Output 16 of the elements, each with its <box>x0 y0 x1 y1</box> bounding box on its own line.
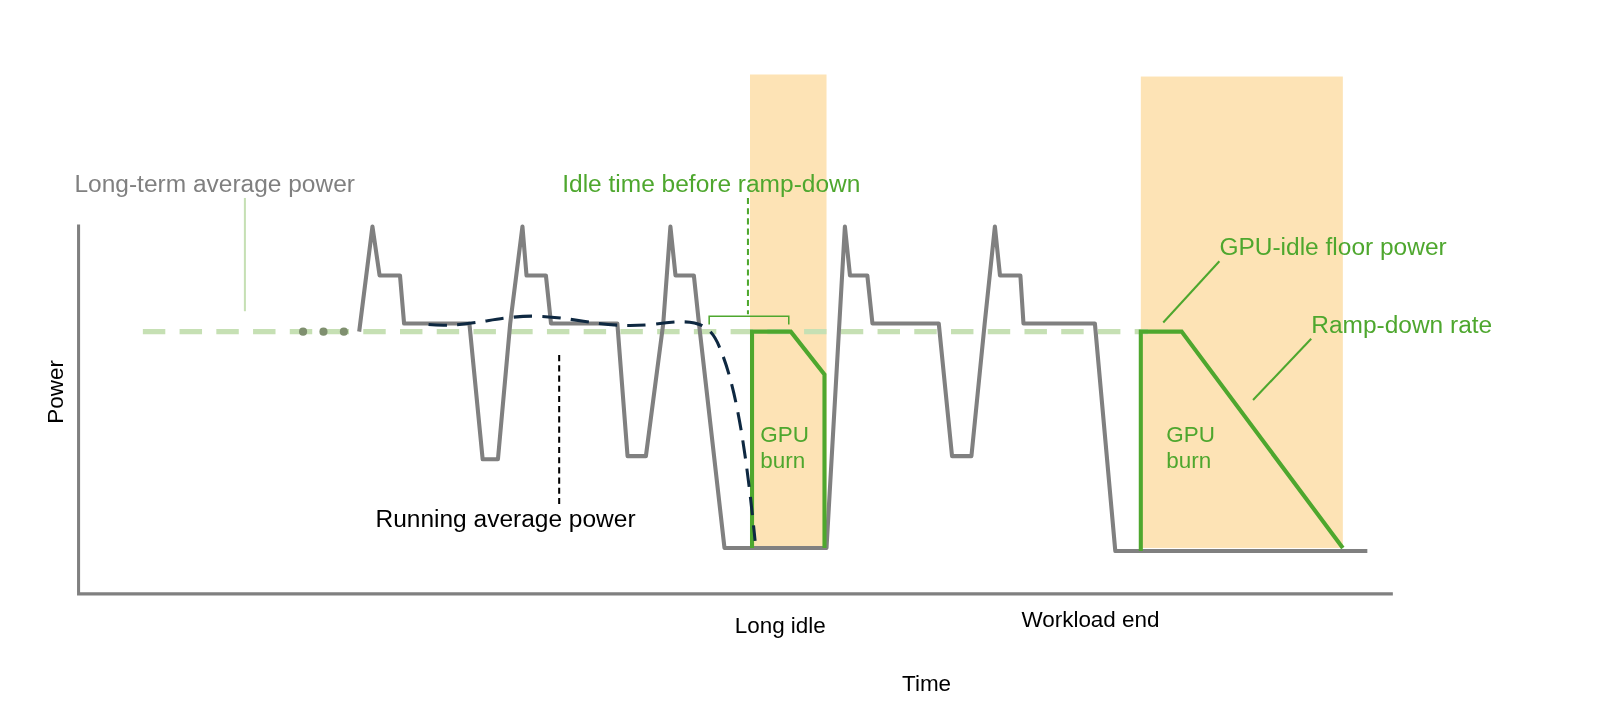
leader-line <box>243 197 246 312</box>
event-label: Long idle <box>734 611 826 640</box>
annotation-label: Ramp-down rate <box>1311 310 1493 339</box>
annotation-label: Idle time before ramp-down <box>562 169 861 198</box>
band-label: GPU burn <box>760 421 810 475</box>
event-label: Workload end <box>1021 605 1160 634</box>
leader-line <box>1252 338 1312 401</box>
band-label: GPU burn <box>1166 421 1216 475</box>
axis-label: Power <box>42 360 70 424</box>
leader-line <box>746 197 749 315</box>
axis-label: Time <box>902 669 952 698</box>
leader-line <box>558 352 561 505</box>
annotation-label: GPU-idle floor power <box>1219 232 1447 262</box>
annotation-label: Long-term average power <box>74 169 355 198</box>
annotation-label: Running average power <box>375 504 636 533</box>
leader-line <box>1162 260 1221 324</box>
